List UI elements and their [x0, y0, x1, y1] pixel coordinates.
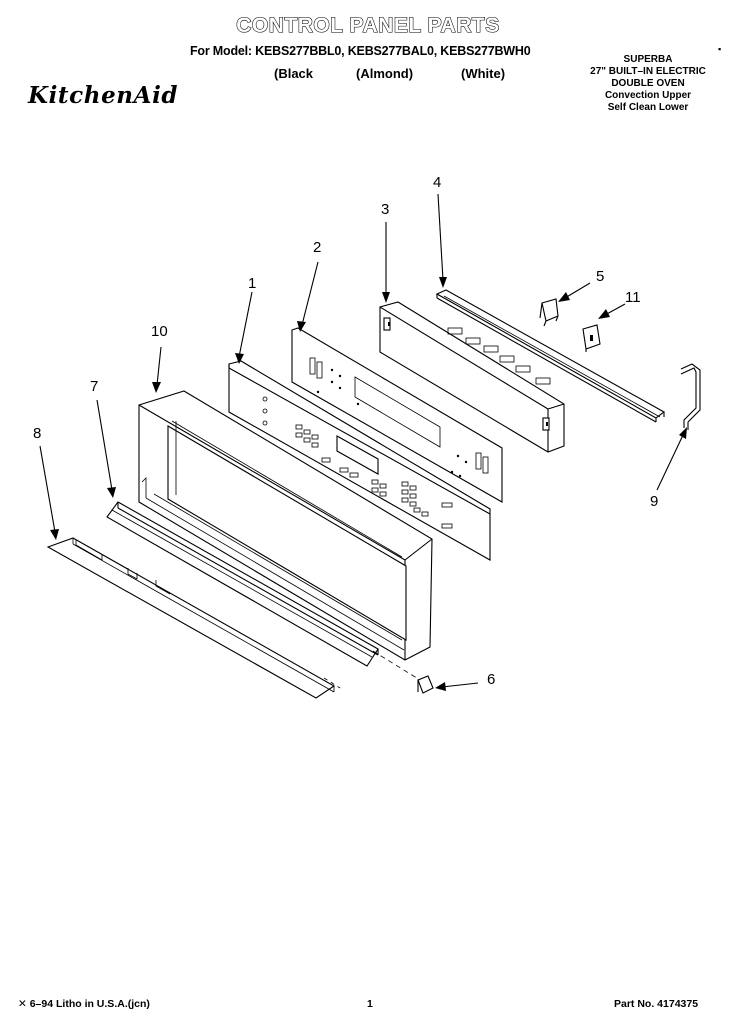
callout-9: 9	[650, 493, 659, 510]
callout-5: 5	[596, 268, 605, 285]
part-4-rail	[435, 289, 666, 423]
part-number: Part No. 4174375	[614, 998, 699, 1010]
product-info-line: Convection Upper	[604, 90, 692, 101]
kitchenaid-logo: KitchenAid	[28, 82, 179, 109]
callout-4: 4	[433, 174, 442, 191]
callout-8: 8	[33, 425, 42, 442]
color-variant-black: (Black	[274, 66, 314, 81]
leader-lines	[39, 193, 687, 691]
callout-10: 10	[151, 323, 168, 340]
callout-7: 7	[90, 378, 99, 395]
callout-11: 11	[625, 289, 641, 306]
product-info-line: Self Clean Lower	[607, 102, 689, 113]
part-8-trim-strip	[46, 537, 336, 699]
part-3-switch-housing	[379, 301, 565, 453]
part-1-control-panel	[228, 360, 491, 561]
page-number: 1	[367, 998, 373, 1010]
part-9-bent-rod	[680, 363, 701, 430]
litho-note: ✕ 6–94 Litho in U.S.A.(jcn)	[18, 998, 150, 1010]
part-7-lower-trim	[106, 501, 379, 667]
product-info-line: DOUBLE OVEN	[611, 78, 685, 89]
marker-dot: ▪	[718, 44, 722, 54]
model-list: For Model: KEBS277BBL0, KEBS277BAL0, KEB…	[190, 44, 531, 58]
callout-1: 1	[248, 275, 257, 292]
product-info: SUPERBA 27" BUILT–IN ELECTRIC DOUBLE OVE…	[568, 54, 728, 114]
color-variant-almond: (Almond)	[356, 66, 414, 81]
callout-2: 2	[313, 239, 322, 256]
product-info-line: SUPERBA	[623, 54, 673, 65]
product-info-line: 27" BUILT–IN ELECTRIC	[590, 66, 706, 77]
callout-6: 6	[487, 671, 496, 688]
part-10-front-frame	[138, 390, 433, 661]
page-title: CONTROL PANEL PARTS	[236, 13, 500, 37]
part-6-end-clip	[417, 675, 434, 694]
callout-3: 3	[381, 201, 390, 218]
color-variant-white: (White)	[461, 66, 506, 81]
part-11-bracket	[582, 324, 601, 352]
alignment-dashes	[323, 650, 421, 689]
part-2-overlay	[291, 327, 503, 503]
part-5-clip	[539, 298, 559, 327]
